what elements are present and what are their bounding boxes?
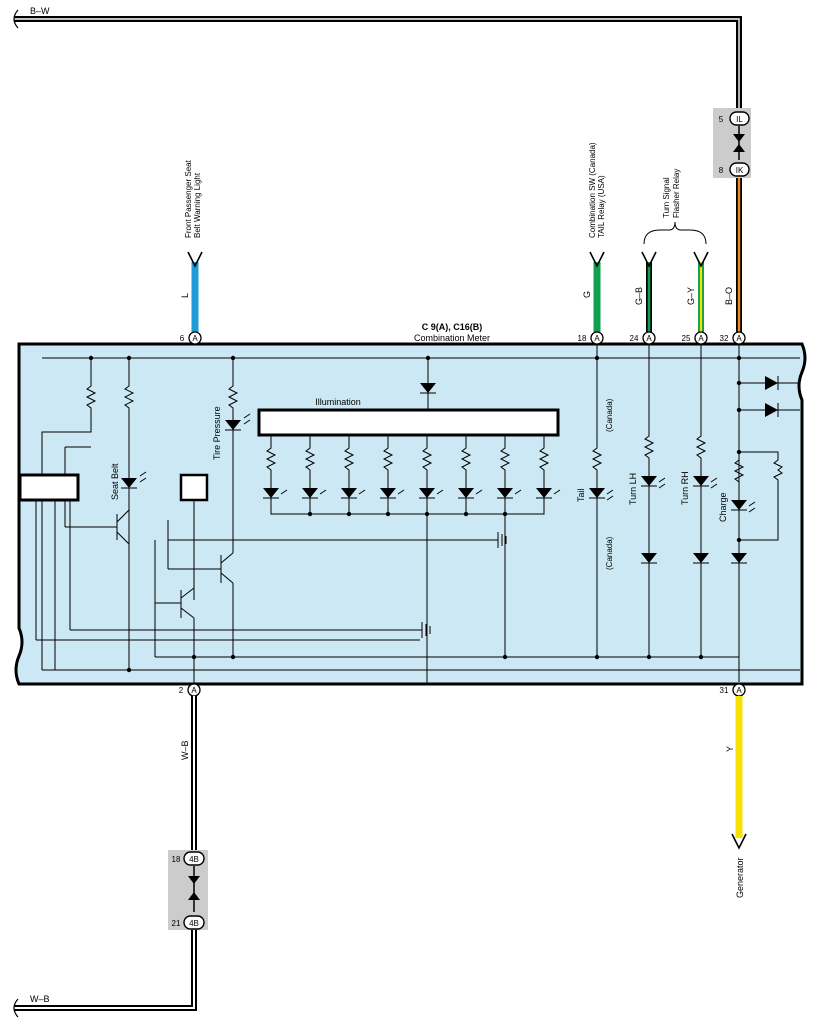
pin-6-letter: A bbox=[192, 334, 198, 343]
meter-internal-circuit: Seat Belt Tire Pressure Illumination bbox=[18, 344, 800, 684]
dest-flasher-2: Flasher Relay bbox=[672, 169, 681, 218]
illumination-leds bbox=[263, 435, 561, 684]
pin-2-number: 2 bbox=[179, 686, 184, 695]
wire-label-bo: B–O bbox=[724, 287, 734, 305]
pin-18-number: 18 bbox=[578, 334, 587, 343]
meter-name: Combination Meter bbox=[414, 333, 490, 343]
wire-pin6-l: L Front Passenger Seat Belt Warning Ligh… bbox=[180, 159, 203, 332]
dest-tail-relay-1: Combination SW (Canada) bbox=[588, 142, 597, 238]
connector-4b-top-label: 4B bbox=[189, 855, 199, 864]
pin-2: A 2 bbox=[179, 683, 201, 697]
pin-24-number: 24 bbox=[630, 334, 639, 343]
pin-6: A 6 bbox=[180, 331, 202, 345]
connector-4b: 4B 18 4B 21 bbox=[168, 850, 208, 930]
wire-pin2-wb: W–B bbox=[180, 696, 197, 852]
dest-seatbelt-light-1: Front Passenger Seat bbox=[184, 159, 193, 238]
pin-32-letter: A bbox=[736, 334, 742, 343]
wire-label-y: Y bbox=[725, 746, 735, 752]
wire-pin18-g: G Combination SW (Canada) TAIL Relay (US… bbox=[582, 142, 606, 332]
pin-31-letter: A bbox=[736, 686, 742, 695]
meter-id: C 9(A), C16(B) bbox=[422, 322, 483, 332]
pin-24-letter: A bbox=[646, 334, 652, 343]
pin-18-letter: A bbox=[594, 334, 600, 343]
pin-32: A 32 bbox=[720, 331, 746, 345]
pin-25-number: 25 bbox=[682, 334, 691, 343]
connector-il-pin: 5 bbox=[719, 115, 724, 124]
wire-label-g: G bbox=[582, 291, 592, 298]
wire-pin25-gy: G–Y bbox=[686, 251, 709, 332]
dest-generator: Generator bbox=[735, 857, 745, 898]
wire-label-bottom-bus: W–B bbox=[30, 994, 50, 1004]
pin-24: A 24 bbox=[630, 331, 656, 345]
label-turn-rh: Turn RH bbox=[680, 471, 690, 505]
wire-pin32-bo: B–O bbox=[724, 178, 742, 332]
label-canada-top: (Canada) bbox=[605, 398, 614, 432]
pin-31-number: 31 bbox=[720, 686, 729, 695]
connector-4b-bottom-label: 4B bbox=[189, 919, 199, 928]
wire-top-bus: B–W bbox=[13, 6, 742, 115]
pin-32-number: 32 bbox=[720, 334, 729, 343]
label-seat-belt: Seat Belt bbox=[110, 463, 120, 500]
connector-4b-bottom-pin: 21 bbox=[172, 919, 181, 928]
wire-label-wb: W–B bbox=[180, 740, 190, 760]
wire-label-l: L bbox=[180, 293, 190, 298]
wire-label-top-bus: B–W bbox=[30, 6, 50, 16]
label-turn-lh: Turn LH bbox=[628, 473, 638, 505]
wire-label-gy: G–Y bbox=[686, 287, 696, 305]
wire-bottom-bus: W–B bbox=[13, 930, 197, 1018]
connector-4b-top-pin: 18 bbox=[172, 855, 181, 864]
connector-il-ik: IL 5 IK 8 bbox=[713, 108, 751, 178]
label-illumination: Illumination bbox=[315, 397, 361, 407]
wire-pin31-y: Y Generator bbox=[725, 696, 747, 898]
label-canada-bottom: (Canada) bbox=[605, 536, 614, 570]
dest-seatbelt-light-2: Belt Warning Light bbox=[193, 172, 202, 238]
label-tire-pressure: Tire Pressure bbox=[212, 406, 222, 460]
dest-flasher-1: Turn Signal bbox=[662, 177, 671, 218]
pin-18: A 18 bbox=[578, 331, 604, 345]
connector-il-label: IL bbox=[736, 115, 743, 124]
pin-6-number: 6 bbox=[180, 334, 185, 343]
pin-25-letter: A bbox=[698, 334, 704, 343]
label-tail: Tail bbox=[576, 488, 586, 502]
wire-label-gb: G–B bbox=[634, 287, 644, 305]
pin-25: A 25 bbox=[682, 331, 708, 345]
label-charge: Charge bbox=[718, 492, 728, 522]
dest-tail-relay-2: TAIL Relay (USA) bbox=[597, 175, 606, 238]
connector-ik-pin: 8 bbox=[719, 166, 724, 175]
pin-31: A 31 bbox=[720, 683, 746, 697]
wire-pin24-gb: G–B bbox=[634, 251, 657, 332]
connector-ik-label: IK bbox=[736, 166, 744, 175]
pin-2-letter: A bbox=[191, 686, 197, 695]
flasher-brace: Turn Signal Flasher Relay bbox=[643, 169, 707, 245]
